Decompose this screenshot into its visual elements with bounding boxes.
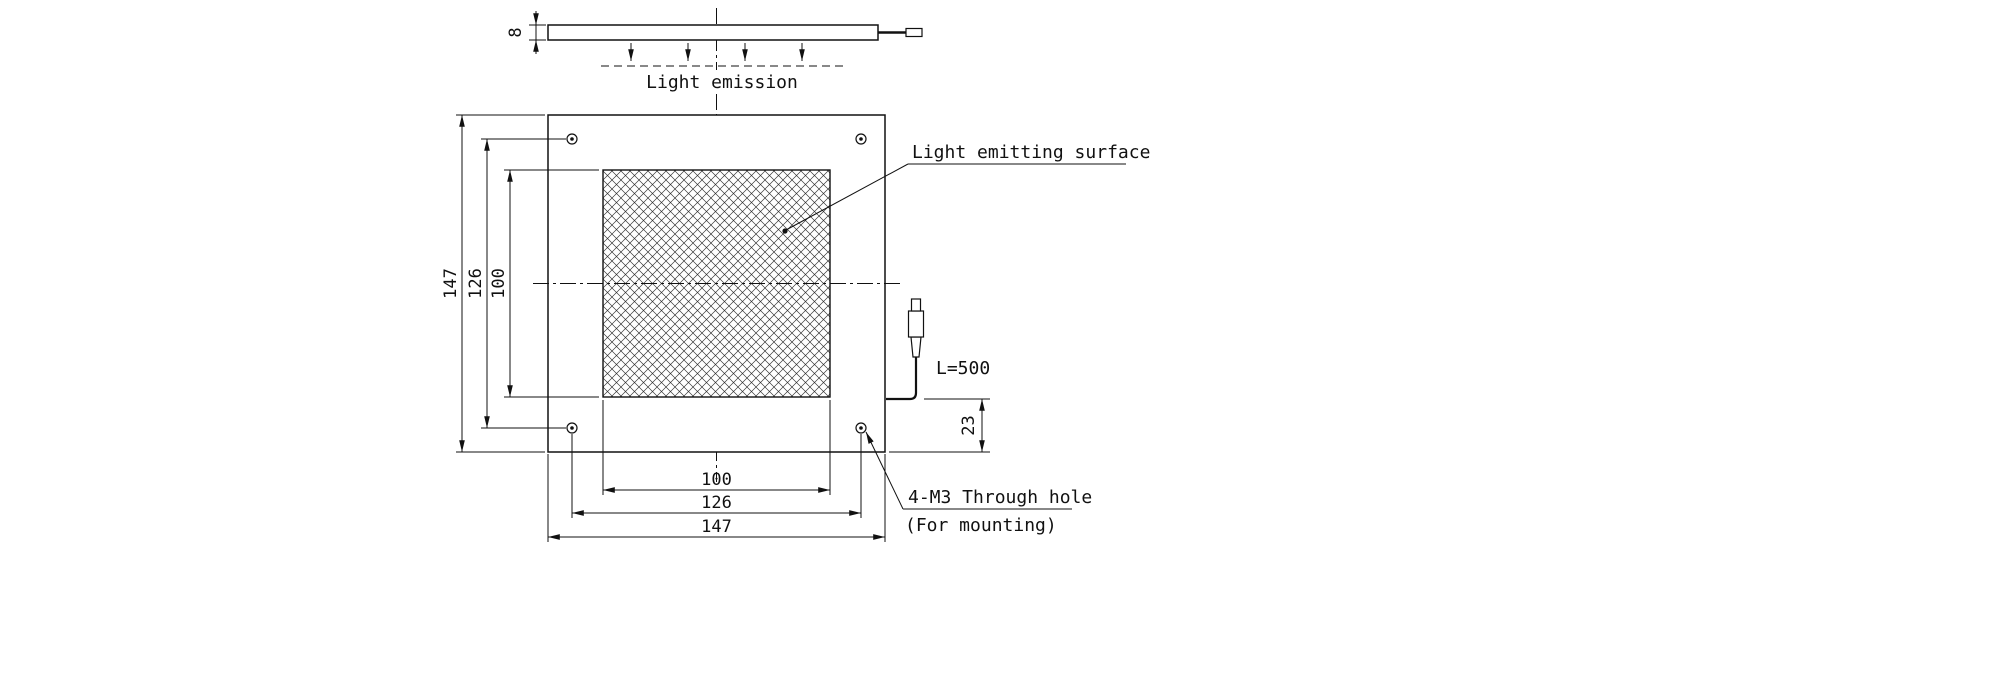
mounting-hole-bottom-left — [566, 422, 578, 434]
dim-label-outer-vertical: 147 — [441, 268, 461, 299]
dim-label-outer-horizontal: 147 — [701, 517, 732, 537]
dimensions-bottom: 100 126 147 — [547, 400, 886, 542]
leader-dot — [782, 228, 788, 234]
dim-label-surface-horizontal: 100 — [701, 470, 732, 490]
dimensions-left: 147 126 100 — [441, 114, 599, 453]
side-view: 8 Light emission — [506, 11, 923, 93]
cable-length-label: L=500 — [936, 358, 990, 379]
hole-center — [859, 137, 863, 141]
side-view-connector — [905, 27, 923, 38]
hole-center — [570, 426, 574, 430]
dim-label-cable-offset: 23 — [959, 415, 979, 435]
connector-body — [907, 310, 925, 338]
mounting-hole-top-left — [566, 133, 578, 145]
dim-label-holes-vertical: 126 — [466, 268, 486, 299]
dimension-right: 23 — [889, 398, 990, 453]
dim-label-holes-horizontal: 126 — [701, 493, 732, 513]
hole-center — [859, 426, 863, 430]
light-emission-label: Light emission — [646, 72, 798, 93]
hole-center — [570, 137, 574, 141]
cable-line — [886, 357, 918, 401]
leader-line — [865, 431, 904, 510]
through-hole-label-line2: (For mounting) — [905, 515, 1057, 536]
plan-view — [533, 114, 902, 453]
side-view-panel — [547, 24, 879, 41]
through-hole-label-line1: 4-M3 Through hole — [908, 487, 1092, 508]
connector-boot — [910, 336, 922, 358]
callout-emitting-surface: Light emitting surface — [782, 142, 1150, 234]
connector-tip — [910, 298, 922, 312]
thickness-dimension-label: 8 — [506, 27, 526, 37]
mounting-hole-top-right — [855, 133, 867, 145]
callout-through-hole: 4-M3 Through hole (For mounting) — [865, 431, 1092, 536]
cable-assembly: L=500 — [886, 298, 990, 401]
dim-label-surface-vertical: 100 — [489, 268, 509, 299]
emitting-surface-label: Light emitting surface — [912, 142, 1150, 163]
leader-line — [785, 163, 909, 231]
mounting-hole-bottom-right — [855, 422, 867, 434]
